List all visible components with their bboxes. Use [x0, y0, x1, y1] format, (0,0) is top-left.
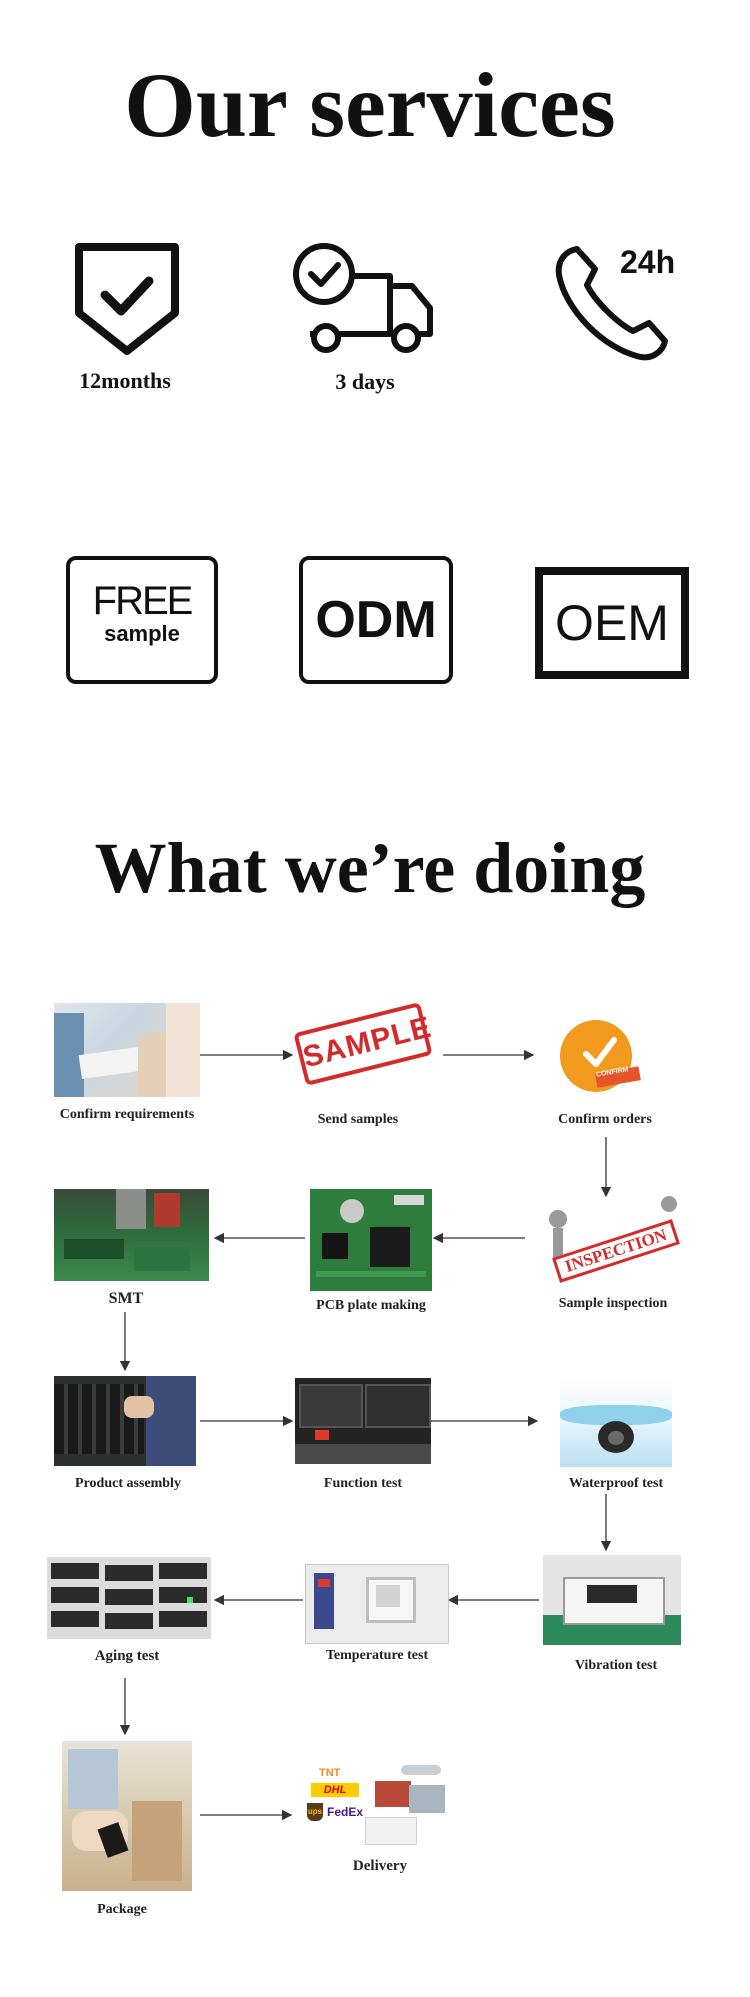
confirm-orders-icon: [556, 1018, 642, 1094]
delivery-label: Delivery: [352, 1858, 408, 1874]
truck-photo: [375, 1781, 411, 1807]
fedex-logo: FedEx: [327, 1805, 364, 1819]
inspection-stamp-text: INSPECTION: [562, 1225, 670, 1276]
function-test-photo: [295, 1378, 431, 1464]
temperature-test-photo: [305, 1564, 449, 1644]
free-sample-icon: FREE sample: [66, 556, 218, 684]
free-text: FREE: [92, 579, 194, 623]
odm-text: ODM: [315, 591, 437, 649]
support-badge: 24h: [620, 244, 676, 280]
confirm-requirements-label: Confirm requirements: [59, 1107, 195, 1122]
confirm-orders-label: Confirm orders: [558, 1112, 652, 1127]
waterproof-test-photo: [560, 1377, 672, 1467]
oem-text: OEM: [555, 595, 669, 651]
aging-test-label: Aging test: [94, 1648, 160, 1664]
smt-photo: [54, 1189, 209, 1281]
dhl-logo: DHL: [311, 1783, 359, 1797]
delivery-truck-icon: [290, 238, 438, 356]
aging-test-photo: [47, 1557, 211, 1639]
package-photo: [62, 1741, 192, 1891]
pcb-plate-making-label: PCB plate making: [316, 1298, 426, 1313]
vibration-test-label: Vibration test: [574, 1658, 658, 1673]
shipping-label: 3 days: [335, 369, 395, 394]
airplane-icon: [401, 1765, 441, 1775]
vibration-test-photo: [543, 1555, 681, 1645]
oem-icon: OEM: [535, 567, 689, 679]
phone-24h-icon: [555, 245, 685, 361]
product-assembly-label: Product assembly: [75, 1476, 181, 1491]
pcb-photo: [310, 1189, 432, 1291]
function-test-label: Function test: [323, 1476, 403, 1491]
smt-label: SMT: [108, 1290, 144, 1307]
sample-inspection-label: Sample inspection: [558, 1296, 668, 1311]
sample-text: sample: [104, 621, 180, 646]
ups-logo: ups: [307, 1803, 323, 1821]
shield-check-icon: [75, 243, 179, 355]
odm-icon: ODM: [299, 556, 453, 684]
doing-heading: What we’re doing: [94, 828, 646, 908]
warranty-label: 12months: [79, 368, 171, 393]
van-photo: [365, 1817, 417, 1845]
temperature-test-label: Temperature test: [325, 1648, 429, 1663]
delivery-graphic: TNT DHL ups FedEx: [305, 1765, 447, 1847]
package-label: Package: [97, 1902, 147, 1917]
sample-inspection-graphic: INSPECTION: [543, 1196, 681, 1286]
waterproof-test-label: Waterproof test: [568, 1476, 664, 1491]
confirm-requirements-photo: [54, 1003, 200, 1097]
services-heading: Our services: [124, 54, 616, 156]
send-samples-label: Send samples: [317, 1112, 399, 1127]
product-assembly-photo: [54, 1376, 196, 1466]
tnt-logo: TNT: [319, 1767, 341, 1779]
